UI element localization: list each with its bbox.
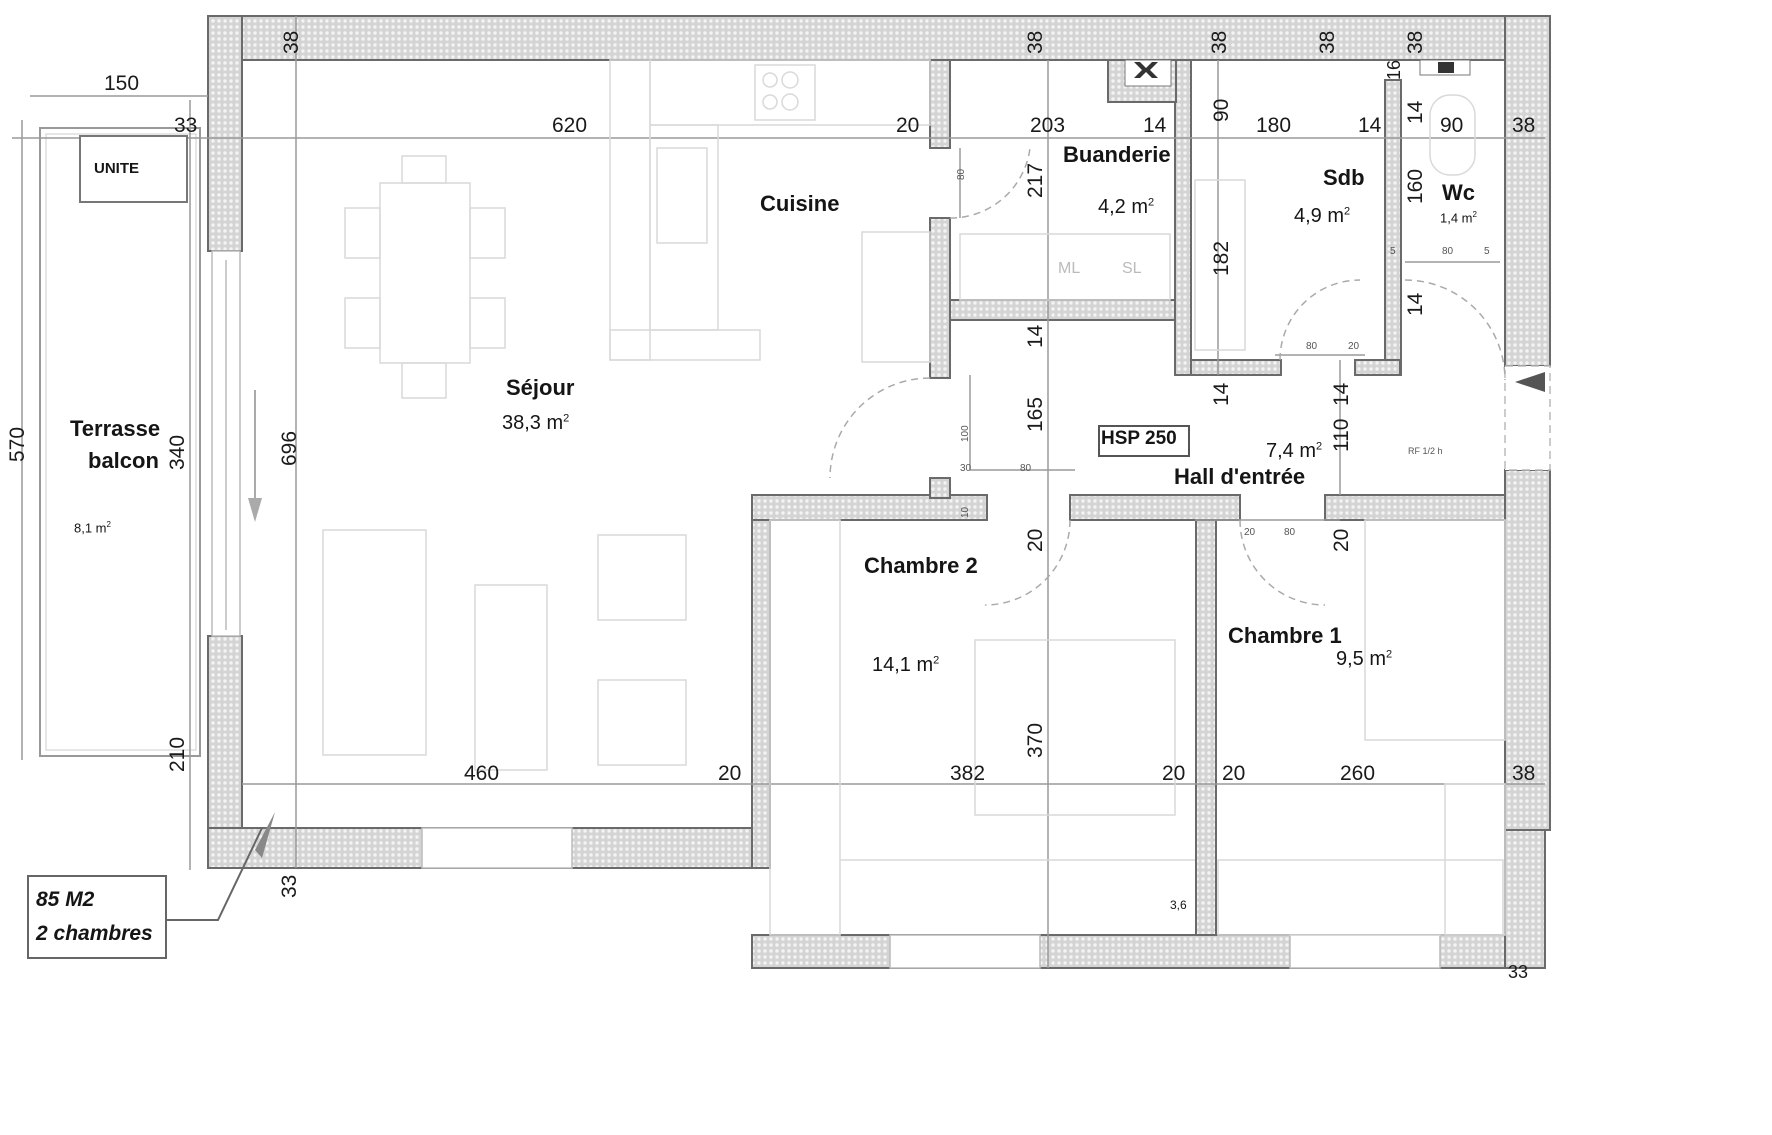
room-buanderie-name: Buanderie xyxy=(1063,142,1171,167)
dimension-lines xyxy=(12,16,1545,968)
dim-top-20: 20 xyxy=(896,114,920,137)
dim-bottom-right-33: 33 xyxy=(1508,962,1529,982)
room-chambre2-name: Chambre 2 xyxy=(864,553,978,578)
dim-left-wall-top: 33 xyxy=(174,114,198,137)
north-arrow-icon xyxy=(255,812,275,858)
dryer-label: SL xyxy=(1122,260,1142,277)
windows xyxy=(211,250,1551,969)
dim-wall-16: 16 xyxy=(1384,59,1404,80)
dim-wall-38-a: 38 xyxy=(1024,30,1047,54)
dim-hall-14c: 14 xyxy=(1330,382,1353,406)
room-wc-name: Wc xyxy=(1442,180,1475,205)
unit-label: UNITE xyxy=(94,160,139,177)
dim-left-wall-bottom: 33 xyxy=(278,874,301,898)
sliding-arrow-icon xyxy=(248,390,262,522)
dim-buanderie-217: 217 xyxy=(1024,162,1047,198)
dim-hall-14b: 14 xyxy=(1210,382,1233,406)
fire-door-label: RF 1/2 h xyxy=(1408,446,1443,456)
dim-bottom-382: 382 xyxy=(950,762,986,785)
dim-bottom-38: 38 xyxy=(1512,762,1536,785)
room-terrasse-area: 8,1 m2 xyxy=(74,520,111,536)
dim-sdb-182: 182 xyxy=(1210,240,1233,276)
washer-label: ML xyxy=(1058,260,1081,277)
dim-bottom-20: 20 xyxy=(718,762,742,785)
room-chambre2-area: 14,1 m2 xyxy=(872,654,940,676)
dim-hall-door-10: 10 xyxy=(960,506,971,518)
balcony-outline xyxy=(39,127,201,757)
dim-balcony-width: 150 xyxy=(104,72,140,95)
dim-top-180: 180 xyxy=(1256,114,1292,137)
dim-top-620: 620 xyxy=(552,114,588,137)
dim-wall-38-e: 38 xyxy=(280,30,303,54)
room-sdb-area: 4,9 m2 xyxy=(1294,205,1351,227)
dim-sejour-696: 696 xyxy=(278,430,301,466)
dim-top-14b: 14 xyxy=(1358,114,1382,137)
dim-wc-door-80: 80 xyxy=(1442,246,1454,257)
dim-bottom-460: 460 xyxy=(464,762,500,785)
dim-top-38: 38 xyxy=(1512,114,1536,137)
room-terrasse-name: Terrasse xyxy=(70,416,161,441)
dim-sdb-door-20: 20 xyxy=(1348,341,1360,352)
dim-wall-38-d: 38 xyxy=(1404,30,1427,54)
dim-chambre1-door-80: 80 xyxy=(1284,527,1296,538)
room-buanderie-area: 4,2 m2 xyxy=(1098,196,1155,218)
hsp-label: HSP 250 xyxy=(1101,428,1177,449)
dim-top-203: 203 xyxy=(1030,114,1066,137)
dim-wc-14: 14 xyxy=(1404,292,1427,316)
hsp-box xyxy=(1098,425,1190,457)
dim-hall-door-30: 30 xyxy=(960,463,972,474)
dim-balcony-570: 570 xyxy=(6,426,29,462)
dim-lower-210: 210 xyxy=(166,736,189,772)
dim-wc-wall-14: 14 xyxy=(1404,100,1427,124)
room-cuisine-name: Cuisine xyxy=(760,191,840,216)
dim-90-vertical: 90 xyxy=(1210,98,1233,122)
room-chambre1-name: Chambre 1 xyxy=(1228,623,1342,648)
dim-bottom-20b: 20 xyxy=(1162,762,1186,785)
interior-walls xyxy=(751,59,1506,936)
dim-chambre1-door-20a: 20 xyxy=(1244,527,1256,538)
dim-wall-38-b: 38 xyxy=(1208,30,1231,54)
summary-leader-line xyxy=(166,827,263,921)
dim-hall-door-80: 80 xyxy=(1020,463,1032,474)
room-sejour-area: 38,3 m2 xyxy=(502,412,570,434)
room-chambre1-area: 9,5 m2 xyxy=(1336,648,1393,670)
dim-buanderie-door: 80 xyxy=(956,168,967,180)
exterior-walls xyxy=(207,15,1551,969)
door-swings xyxy=(829,147,1506,606)
dim-top-14: 14 xyxy=(1143,114,1167,137)
unit-box xyxy=(79,135,188,203)
room-sdb-name: Sdb xyxy=(1323,165,1365,190)
dim-small-area: 3,6 xyxy=(1170,898,1187,912)
summary-rooms: 2 chambres xyxy=(36,922,153,945)
dim-hall-door-100: 100 xyxy=(960,425,971,442)
room-hall-name: Hall d'entrée xyxy=(1174,464,1306,489)
summary-box xyxy=(27,875,167,959)
dim-top-90: 90 xyxy=(1440,114,1464,137)
vent-icon xyxy=(1124,59,1471,87)
furniture xyxy=(322,59,1506,936)
dim-hall-165: 165 xyxy=(1024,396,1047,432)
room-sejour-name: Séjour xyxy=(506,375,575,400)
dim-sdb-door-80: 80 xyxy=(1306,341,1318,352)
dim-hall-110: 110 xyxy=(1330,418,1353,452)
room-terrasse-name-2: balcon xyxy=(88,448,159,473)
dim-wall-38-c: 38 xyxy=(1316,30,1339,54)
entrance-arrow-icon xyxy=(1515,372,1545,392)
dim-chambre2-370: 370 xyxy=(1024,722,1047,758)
dim-wc-160: 160 xyxy=(1404,168,1427,204)
dim-window-340: 340 xyxy=(166,434,189,470)
summary-surface: 85 M2 xyxy=(36,888,95,911)
dim-bottom-260: 260 xyxy=(1340,762,1376,785)
dim-hall-14: 14 xyxy=(1024,324,1047,348)
room-hall-area: 7,4 m2 xyxy=(1266,440,1323,462)
dim-wc-door-5a: 5 xyxy=(1390,246,1396,257)
dim-chambre1-door-20b: 20 xyxy=(1330,528,1353,552)
dim-chambre2-door-20: 20 xyxy=(1024,528,1047,552)
room-wc-area: 1,4 m2 xyxy=(1440,210,1477,226)
dim-wc-door-5b: 5 xyxy=(1484,246,1490,257)
dim-bottom-20c: 20 xyxy=(1222,762,1246,785)
